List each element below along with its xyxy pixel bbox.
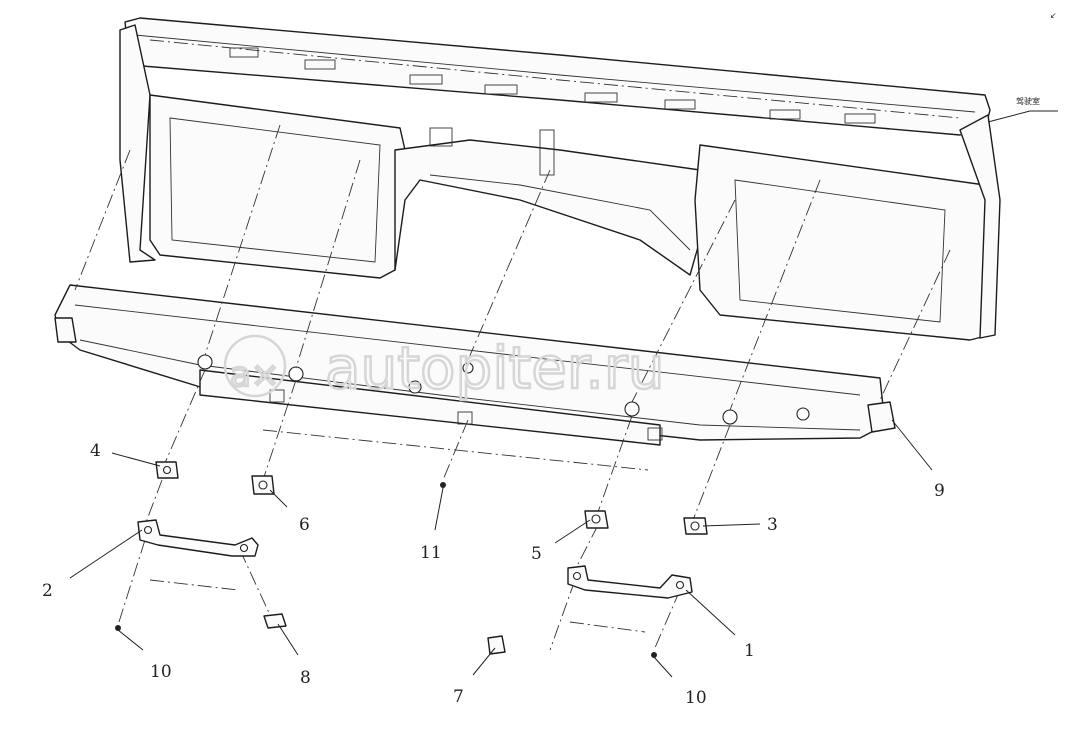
cap-part-8 xyxy=(263,613,287,629)
cab-front-frame: 驾驶室 ↙ xyxy=(119,11,1058,341)
screw-parts xyxy=(115,482,657,658)
callout-10-left: 10 xyxy=(150,662,172,682)
clip-part-3 xyxy=(683,517,708,535)
callout-5: 5 xyxy=(531,544,542,564)
callout-3: 3 xyxy=(767,515,778,535)
corner-mark: ↙ xyxy=(1050,11,1057,20)
cap-part-7 xyxy=(487,635,506,655)
watermark-logo: a× xyxy=(230,355,279,395)
watermark-text: autopiter.ru xyxy=(325,334,664,402)
grab-handle-2 xyxy=(137,519,259,557)
callout-8: 8 xyxy=(300,668,311,688)
clip-part-5 xyxy=(584,510,609,529)
callout-7: 7 xyxy=(453,687,464,707)
callout-labels: 4 2 6 11 5 3 1 8 7 10 10 9 xyxy=(42,441,945,708)
callout-4: 4 xyxy=(90,441,101,461)
callout-11: 11 xyxy=(420,543,442,563)
callout-6: 6 xyxy=(299,515,310,535)
callout-2: 2 xyxy=(42,581,53,601)
clip-part-4 xyxy=(155,461,179,479)
callout-1: 1 xyxy=(744,641,755,661)
watermark: a× autopiter.ru xyxy=(223,333,666,403)
callout-9: 9 xyxy=(934,481,945,501)
callout-10-right: 10 xyxy=(685,688,707,708)
grab-handle-1 xyxy=(567,565,693,599)
cab-annotation-label: 驾驶室 xyxy=(1016,96,1040,106)
callout-leaders xyxy=(69,419,933,678)
assembly-lines xyxy=(74,124,951,651)
